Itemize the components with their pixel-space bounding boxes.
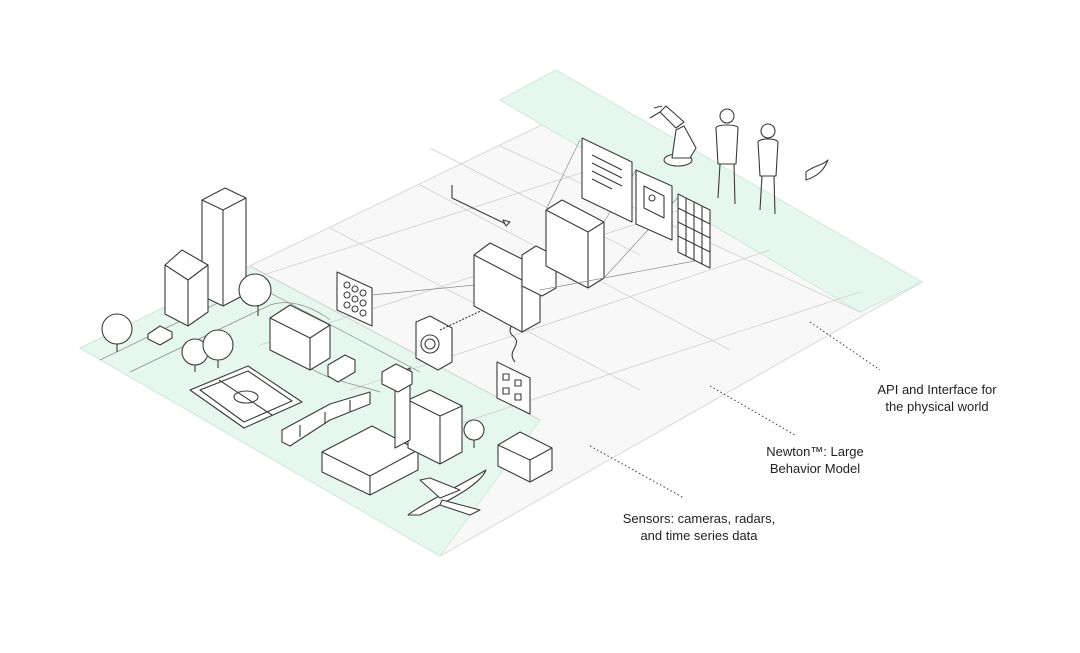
timeseries-sensor <box>496 361 531 415</box>
robot-arm <box>649 105 697 167</box>
interface-ground <box>498 69 924 313</box>
api-interface-label: API and Interface for the physical world <box>842 381 1032 415</box>
van <box>327 354 356 383</box>
newton-label-line1: Newton™: Large <box>766 444 864 459</box>
api-label-line1: API and Interface for <box>877 382 997 397</box>
sensors-label: Sensors: cameras, radars, and time serie… <box>604 510 794 544</box>
sensors-label-line2: and time series data <box>640 528 758 543</box>
car <box>147 325 173 346</box>
bird <box>805 159 829 181</box>
newton-label-line2: Behavior Model <box>769 461 861 476</box>
slanted-building <box>164 249 209 327</box>
train <box>281 391 371 447</box>
soccer-field <box>189 365 303 429</box>
camera-sensor <box>415 315 453 371</box>
newton-model <box>451 185 605 333</box>
radar-sensor <box>336 271 373 327</box>
storage-box <box>497 431 553 483</box>
api-panels <box>539 137 711 291</box>
sensors-label-line1: Sensors: cameras, radars, <box>622 511 776 526</box>
trees <box>101 273 485 448</box>
newton-model-label: Newton™: Large Behavior Model <box>750 443 880 477</box>
block-building <box>269 304 331 371</box>
label-leaders <box>589 321 881 499</box>
airport-terminal <box>321 363 463 496</box>
airplane <box>407 469 487 516</box>
person-woman <box>757 123 779 215</box>
person-man <box>715 108 739 205</box>
api-label-line2: the physical world <box>885 399 989 414</box>
